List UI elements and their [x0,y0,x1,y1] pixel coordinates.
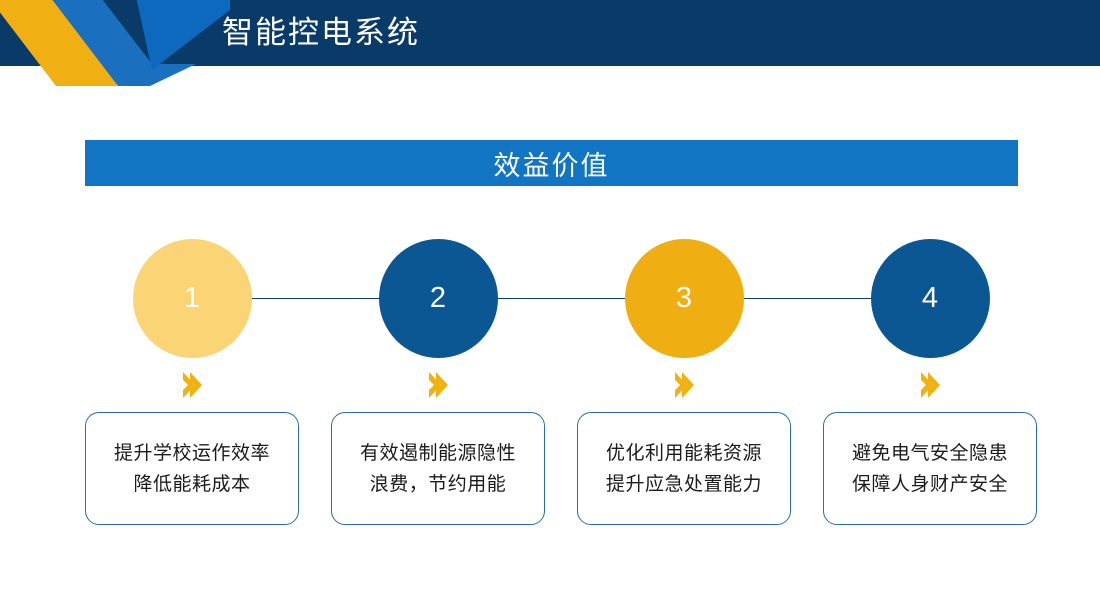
step-number-label-2: 2 [429,282,447,314]
double-chevron-right-icon [427,370,449,400]
page-title: 智能控电系统 [222,15,420,50]
logo-yellow-shape [0,0,118,86]
double-chevron-right-icon [181,370,203,400]
flow-step-3[interactable]: 3 优化利用能耗资源 提升应急处置能力 [574,239,794,525]
step-number-circle-1[interactable]: 1 [132,239,252,358]
chevron-ribbon-logo [0,0,230,92]
page-header: 智能控电系统 [0,0,1100,86]
benefit-card-4-line-2: 保障人身财产安全 [851,473,1008,495]
benefit-card-1-line-1: 提升学校运作效率 [113,442,270,464]
benefit-card-1[interactable]: 提升学校运作效率 降低能耗成本 [85,412,299,525]
benefit-card-4-line-1: 避免电气安全隐患 [851,442,1008,464]
flow-step-1[interactable]: 1 提升学校运作效率 降低能耗成本 [82,239,302,525]
step-number-label-4: 4 [921,282,939,314]
benefit-card-3[interactable]: 优化利用能耗资源 提升应急处置能力 [577,412,791,525]
step-number-circle-4[interactable]: 4 [870,239,990,358]
double-chevron-right-icon [919,370,941,400]
benefit-card-2-line-1: 有效遏制能源隐性 [359,442,516,464]
benefit-card-2-line-2: 浪费，节约用能 [369,473,507,495]
benefit-card-3-line-2: 提升应急处置能力 [605,473,762,495]
section-title-bar: 效益价值 [85,140,1018,186]
benefit-card-3-line-1: 优化利用能耗资源 [605,442,762,464]
logo-blue-wing [136,0,230,70]
benefit-card-2[interactable]: 有效遏制能源隐性 浪费，节约用能 [331,412,545,525]
benefit-card-4[interactable]: 避免电气安全隐患 保障人身财产安全 [823,412,1037,525]
step-number-circle-3[interactable]: 3 [624,239,744,358]
step-number-label-3: 3 [675,282,693,314]
section-title-label: 效益价值 [493,150,610,181]
step-number-circle-2[interactable]: 2 [378,239,498,358]
double-chevron-right-icon [673,370,695,400]
logo-blue-shape [45,0,196,86]
step-number-label-1: 1 [183,282,201,314]
flow-step-4[interactable]: 4 避免电气安全隐患 保障人身财产安全 [820,239,1040,525]
flow-step-2[interactable]: 2 有效遏制能源隐性 浪费，节约用能 [328,239,548,525]
benefit-card-1-line-2: 降低能耗成本 [133,473,251,495]
